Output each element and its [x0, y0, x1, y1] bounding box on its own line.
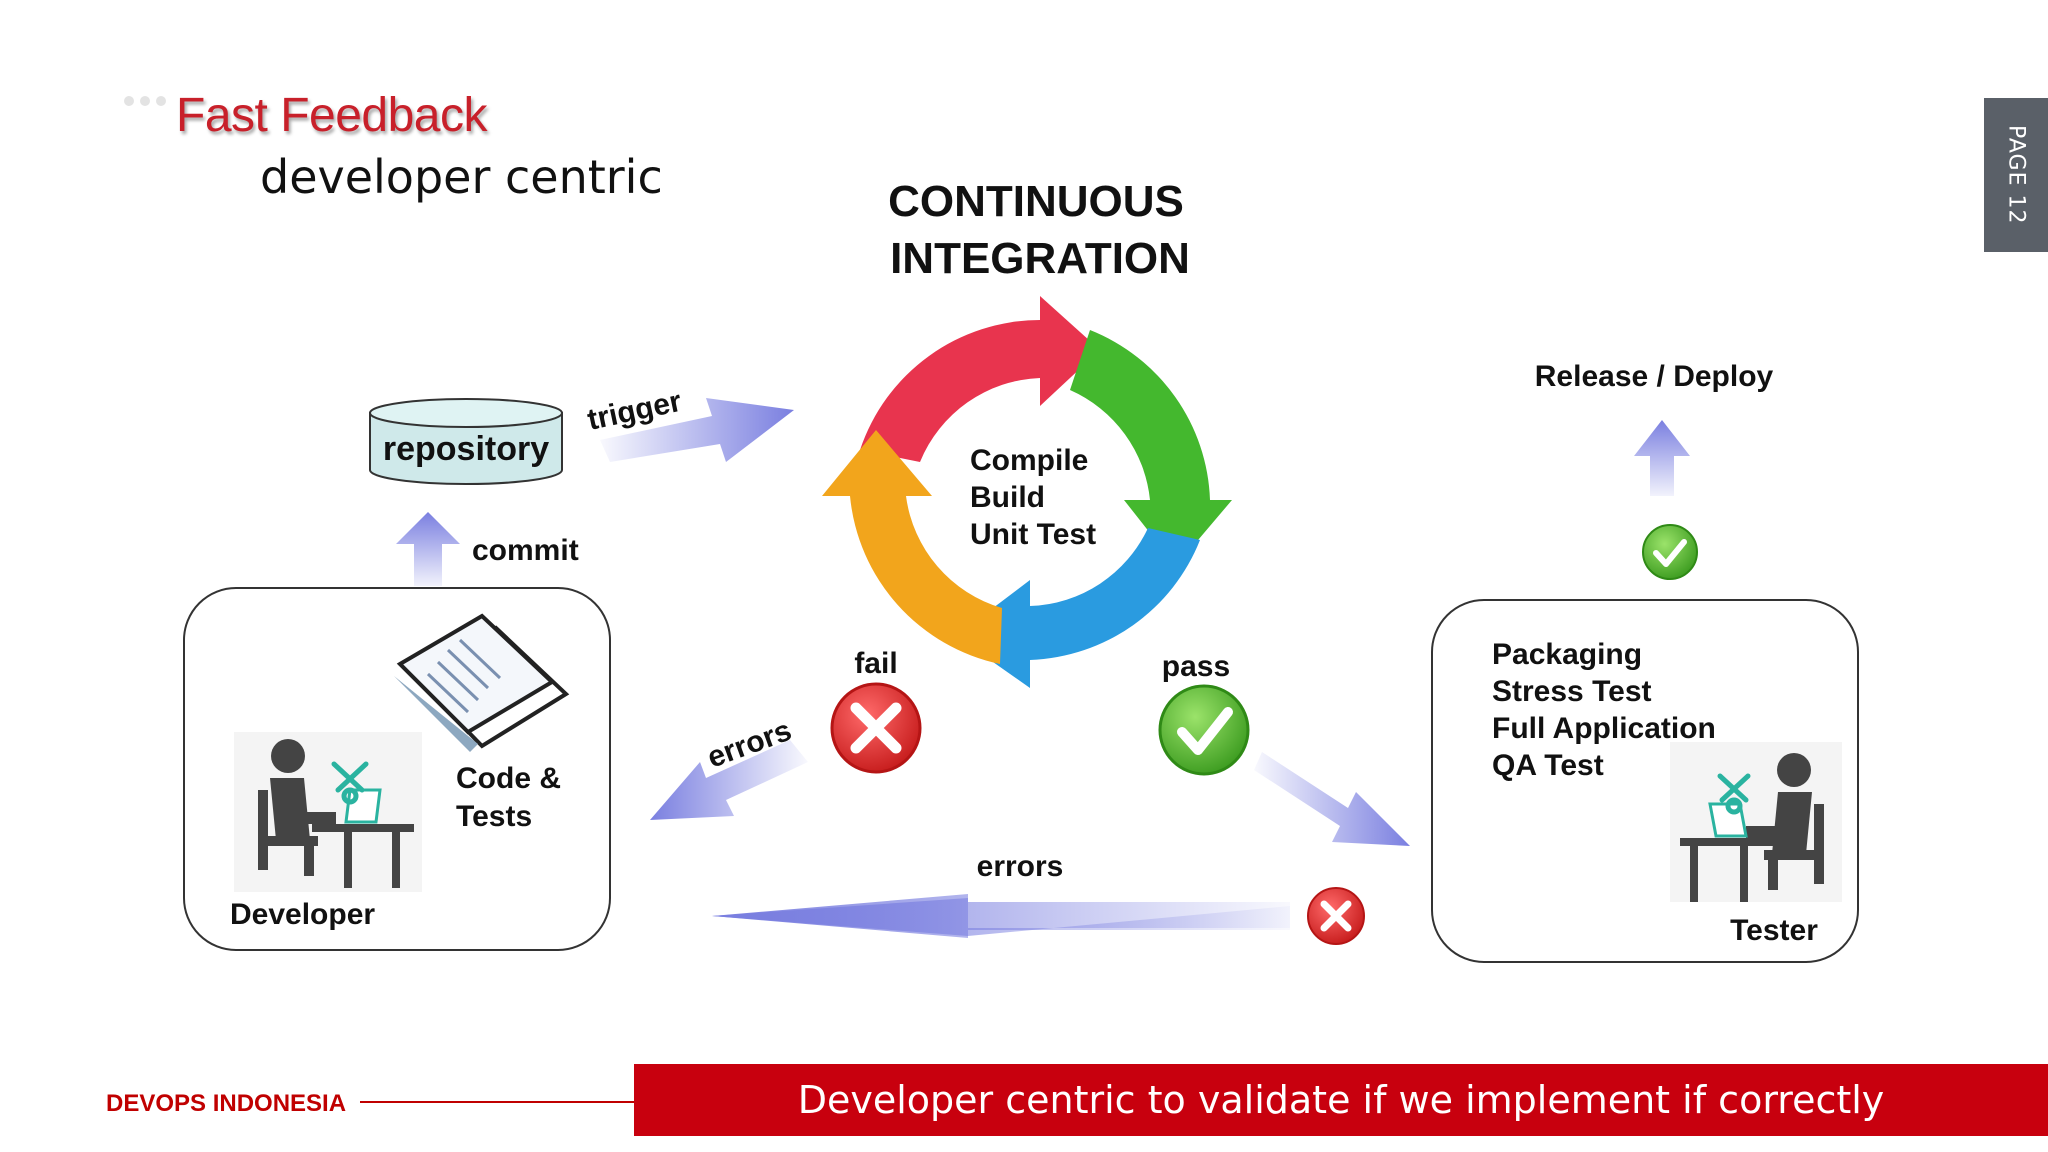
repository-label: repository	[383, 430, 549, 468]
release-deploy-label: Release / Deploy	[1535, 360, 1774, 393]
release-check-icon	[1642, 524, 1698, 580]
footer-divider-line	[360, 1101, 634, 1103]
tester-label: Tester	[1730, 914, 1818, 947]
trigger-arrow	[600, 398, 794, 462]
cycle-step-unit-test: Unit Test	[970, 518, 1096, 551]
cycle-arrow-red	[860, 296, 1100, 462]
tester-task-stress-test: Stress Test	[1492, 675, 1652, 708]
cycle-step-compile: Compile	[970, 444, 1088, 477]
pass-check-icon	[1158, 684, 1250, 776]
cycle-arrow-orange	[822, 430, 1002, 664]
bottom-fail-x-icon	[1307, 887, 1365, 945]
tester-task-packaging: Packaging	[1492, 638, 1642, 671]
ci-heading-line1: CONTINUOUS	[888, 177, 1184, 226]
footer-caption: Developer centric to validate if we impl…	[797, 1078, 1885, 1122]
pass-label: pass	[1162, 650, 1230, 683]
commit-label: commit	[472, 534, 579, 567]
slide-title: Fast Feedback	[176, 89, 487, 142]
cycle-arrow-blue	[956, 528, 1200, 688]
tester-task-full-application: Full Application	[1492, 712, 1716, 745]
cycle-step-build: Build	[970, 481, 1045, 514]
code-tests-label-line1: Code &	[456, 762, 561, 795]
tester-figure-icon	[1670, 742, 1842, 902]
pass-to-tester-arrow	[1254, 752, 1410, 846]
tester-task-qa-test: QA Test	[1492, 749, 1604, 782]
ci-cycle-ring	[822, 296, 1232, 688]
page-number-label: PAGE 12	[2003, 125, 2029, 225]
repository-cylinder	[369, 398, 563, 485]
developer-figure-icon	[234, 732, 422, 892]
code-tests-document-icon	[394, 613, 570, 752]
slide-subtitle: developer centric	[260, 150, 663, 204]
footer-org-name: DEVOPS INDONESIA	[106, 1090, 347, 1117]
release-arrow	[1634, 420, 1690, 496]
title-dots	[124, 96, 166, 106]
code-tests-label-line2: Tests	[456, 800, 532, 833]
cycle-arrow-green	[1070, 330, 1232, 566]
fail-x-icon	[830, 682, 922, 774]
fail-label: fail	[854, 647, 897, 680]
ci-heading-line2: INTEGRATION	[890, 234, 1190, 283]
errors-bottom-label: errors	[977, 850, 1064, 883]
commit-arrow	[396, 512, 460, 586]
errors-diagonal-arrow	[650, 740, 808, 820]
developer-label: Developer	[230, 898, 375, 931]
page-number-tab: PAGE 12	[1984, 98, 2048, 252]
footer-caption-bar: Developer centric to validate if we impl…	[634, 1064, 2048, 1136]
